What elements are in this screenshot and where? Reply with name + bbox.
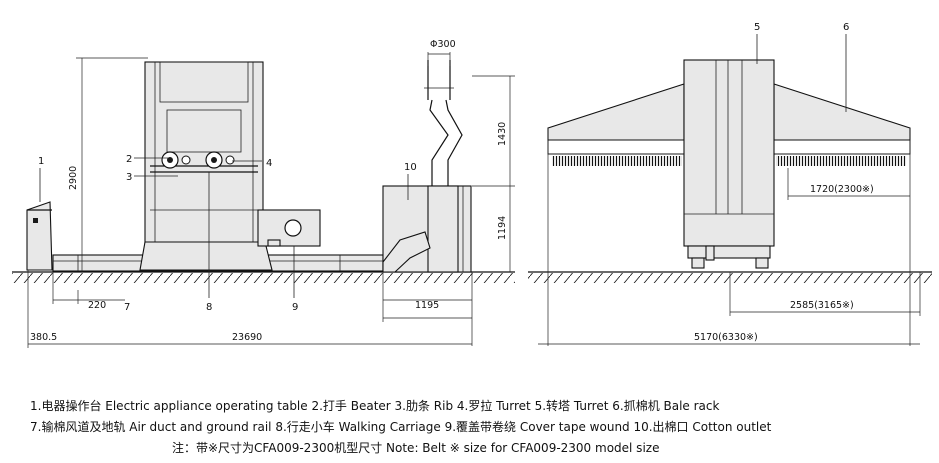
callout-10: 10 (404, 162, 417, 173)
dim-1720: 1720(2300※) (810, 184, 874, 195)
technical-drawing: 2900 1430 1194 Φ300 220 380.5 23690 1195… (12, 22, 932, 348)
ground-hatch-left (12, 273, 515, 283)
callout-1: 1 (38, 156, 44, 167)
dim-phi300: Φ300 (430, 39, 456, 50)
legend-line-1: 1.电器操作台 Electric appliance operating tab… (30, 399, 720, 413)
dim-1430: 1430 (497, 122, 508, 146)
electric-operating-table (26, 201, 53, 271)
front-view: 1720(2300※) 2585(3165※) 5170(6330※) 5 6 (528, 22, 932, 346)
dim-380: 380.5 (30, 332, 57, 343)
cotton-outlet (382, 185, 472, 273)
side-view: 2900 1430 1194 Φ300 220 380.5 23690 1195… (12, 39, 515, 348)
callout-6: 6 (843, 22, 849, 33)
callout-4: 4 (266, 158, 272, 169)
dim-2900: 2900 (68, 166, 79, 190)
legend-note: 注：带※尺寸为CFA009-2300机型尺寸 Note: Belt ※ size… (172, 441, 660, 455)
cover-tape-wound (257, 209, 321, 247)
dim-5170: 5170(6330※) (694, 332, 758, 343)
turret-tower (683, 59, 775, 269)
callout-8: 8 (206, 302, 212, 313)
dim-1194: 1194 (497, 216, 508, 240)
dim-2585: 2585(3165※) (790, 300, 854, 311)
callout-3: 3 (126, 172, 132, 183)
callout-2: 2 (126, 154, 132, 165)
legend-line-2: 7.输棉风道及地轨 Air duct and ground rail 8.行走小… (30, 420, 772, 434)
dim-220: 220 (88, 300, 106, 311)
bale-rack (547, 83, 911, 166)
dim-1195: 1195 (415, 300, 439, 311)
machine-tower (144, 61, 264, 253)
callout-7: 7 (124, 302, 130, 313)
callout-9: 9 (292, 302, 298, 313)
dim-23690: 23690 (232, 332, 262, 343)
walking-carriage (139, 241, 273, 271)
outlet-pipe (424, 60, 463, 186)
callout-5: 5 (754, 22, 760, 33)
